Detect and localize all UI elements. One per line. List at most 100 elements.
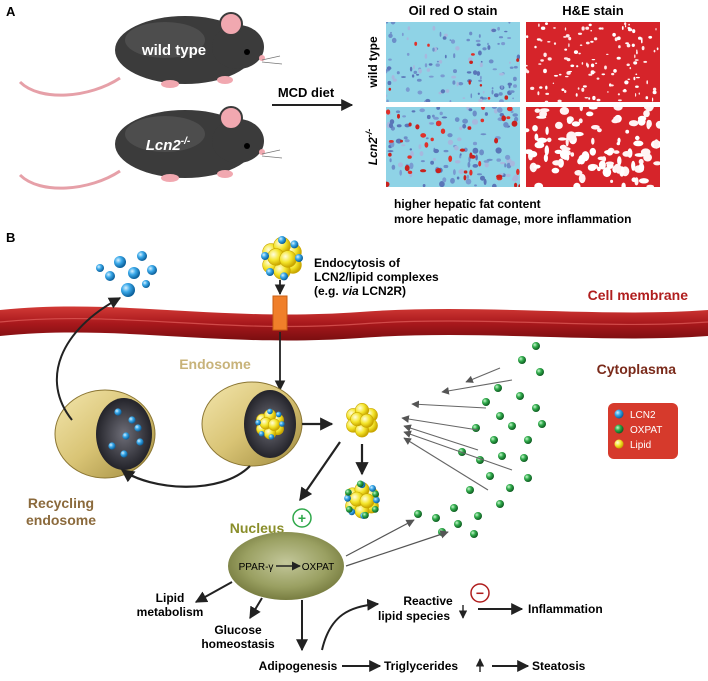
he-vacuole	[590, 70, 595, 75]
cell-membrane	[0, 306, 708, 341]
oil-droplet-red	[404, 165, 410, 172]
he-vacuole	[534, 108, 541, 113]
oil-droplet-red	[463, 170, 468, 174]
oil-droplet	[387, 80, 392, 86]
he-vacuole	[536, 38, 542, 41]
oil-droplet	[484, 162, 489, 168]
oil-droplet-red	[430, 137, 434, 142]
lcn2-molecule	[134, 424, 142, 432]
he-vacuole	[601, 73, 606, 76]
he-vacuole	[626, 63, 630, 67]
oil-droplet	[441, 116, 448, 119]
oil-droplet	[405, 87, 410, 92]
oil-droplet	[401, 144, 406, 147]
he-vacuole	[616, 36, 621, 41]
recycling-label-2: endosome	[26, 512, 96, 528]
oxpat-molecule	[516, 392, 524, 400]
oil-droplet	[425, 137, 429, 140]
oil-droplet	[433, 148, 440, 154]
he-vacuole	[655, 27, 657, 31]
oil-droplet-red	[514, 182, 518, 187]
legend-label-oxpat: OXPAT	[630, 425, 662, 436]
he-vacuole	[545, 92, 550, 95]
he-vacuole	[555, 121, 563, 129]
oil-droplet	[395, 138, 402, 144]
plus-icon	[292, 508, 312, 528]
he-vacuole	[562, 147, 571, 151]
oil-droplet	[432, 114, 435, 118]
cell-membrane-label: Cell membrane	[588, 287, 689, 303]
oil-droplet	[513, 76, 517, 82]
oil-droplet	[389, 158, 392, 163]
gray-arrow	[465, 367, 501, 383]
lcn2-molecule	[267, 408, 273, 415]
he-vacuole	[635, 85, 639, 88]
he-vacuole	[646, 80, 648, 85]
oil-droplet	[387, 150, 394, 153]
oil-droplet-red	[459, 148, 466, 152]
oil-red-lcn2-image	[386, 107, 520, 187]
he-vacuole	[578, 118, 583, 124]
oil-droplet	[476, 71, 481, 76]
oxpat-molecule	[414, 510, 422, 518]
oil-droplet-red	[516, 58, 520, 62]
he-vacuole	[552, 82, 555, 85]
he-vacuole	[588, 23, 592, 27]
oil-droplet-red	[400, 139, 403, 143]
he-vacuole	[648, 35, 653, 39]
panel-b-label: B	[6, 230, 15, 245]
he-vacuole	[534, 141, 545, 149]
cytoplasma-label: Cytoplasma	[597, 361, 677, 377]
oil-droplet-red	[516, 168, 520, 175]
oil-droplet	[418, 68, 422, 74]
oil-droplet	[432, 157, 436, 161]
lcn2-molecule	[261, 252, 269, 260]
he-vacuole	[585, 41, 590, 45]
endocytosis-line-3-em: via	[342, 284, 359, 298]
oil-droplet	[491, 89, 494, 95]
lcn2-molecule	[137, 251, 147, 261]
oil-droplet	[402, 115, 406, 118]
he-vacuole	[559, 107, 570, 115]
oil-droplet	[458, 82, 464, 86]
he-vacuole	[587, 164, 597, 171]
oil-droplet	[507, 82, 512, 86]
oil-droplet	[491, 107, 497, 109]
oil-droplet-red	[448, 155, 453, 162]
he-vacuole	[577, 87, 580, 90]
he-vacuole	[596, 98, 601, 102]
he-vacuole	[635, 73, 638, 76]
oil-droplet	[466, 71, 472, 74]
lcn2-molecule	[96, 264, 104, 272]
oil-droplet	[449, 100, 452, 102]
oil-droplet	[430, 160, 434, 165]
oil-droplet	[498, 92, 503, 96]
oil-droplet-red	[440, 128, 446, 134]
oil-droplet	[478, 50, 482, 56]
he-vacuole	[640, 148, 651, 156]
he-vacuole	[530, 86, 535, 90]
oil-droplet	[511, 177, 518, 182]
lipid-droplet	[359, 493, 375, 509]
he-vacuole	[602, 167, 612, 178]
oxpat-molecule	[494, 384, 502, 392]
gray-arrow	[411, 400, 487, 409]
gray-arrow	[441, 379, 513, 395]
oil-droplet	[500, 85, 504, 89]
endosome	[201, 381, 303, 467]
he-vacuole	[628, 28, 633, 32]
he-vacuole	[546, 137, 552, 143]
oil-droplet	[470, 93, 473, 99]
recycling-to-extracellular-arrow	[56, 297, 122, 421]
he-vacuole	[634, 59, 639, 61]
recycled-lcn2-molecules	[96, 251, 157, 297]
he-vacuole	[534, 133, 539, 141]
oil-droplet	[392, 78, 397, 82]
oxpat-molecule	[496, 412, 504, 420]
oil-droplet	[424, 63, 428, 68]
oil-droplet	[401, 32, 404, 37]
oil-droplet	[483, 178, 487, 185]
he-vacuole	[638, 36, 642, 40]
he-vacuole	[635, 135, 640, 141]
he-vacuole	[577, 32, 583, 35]
